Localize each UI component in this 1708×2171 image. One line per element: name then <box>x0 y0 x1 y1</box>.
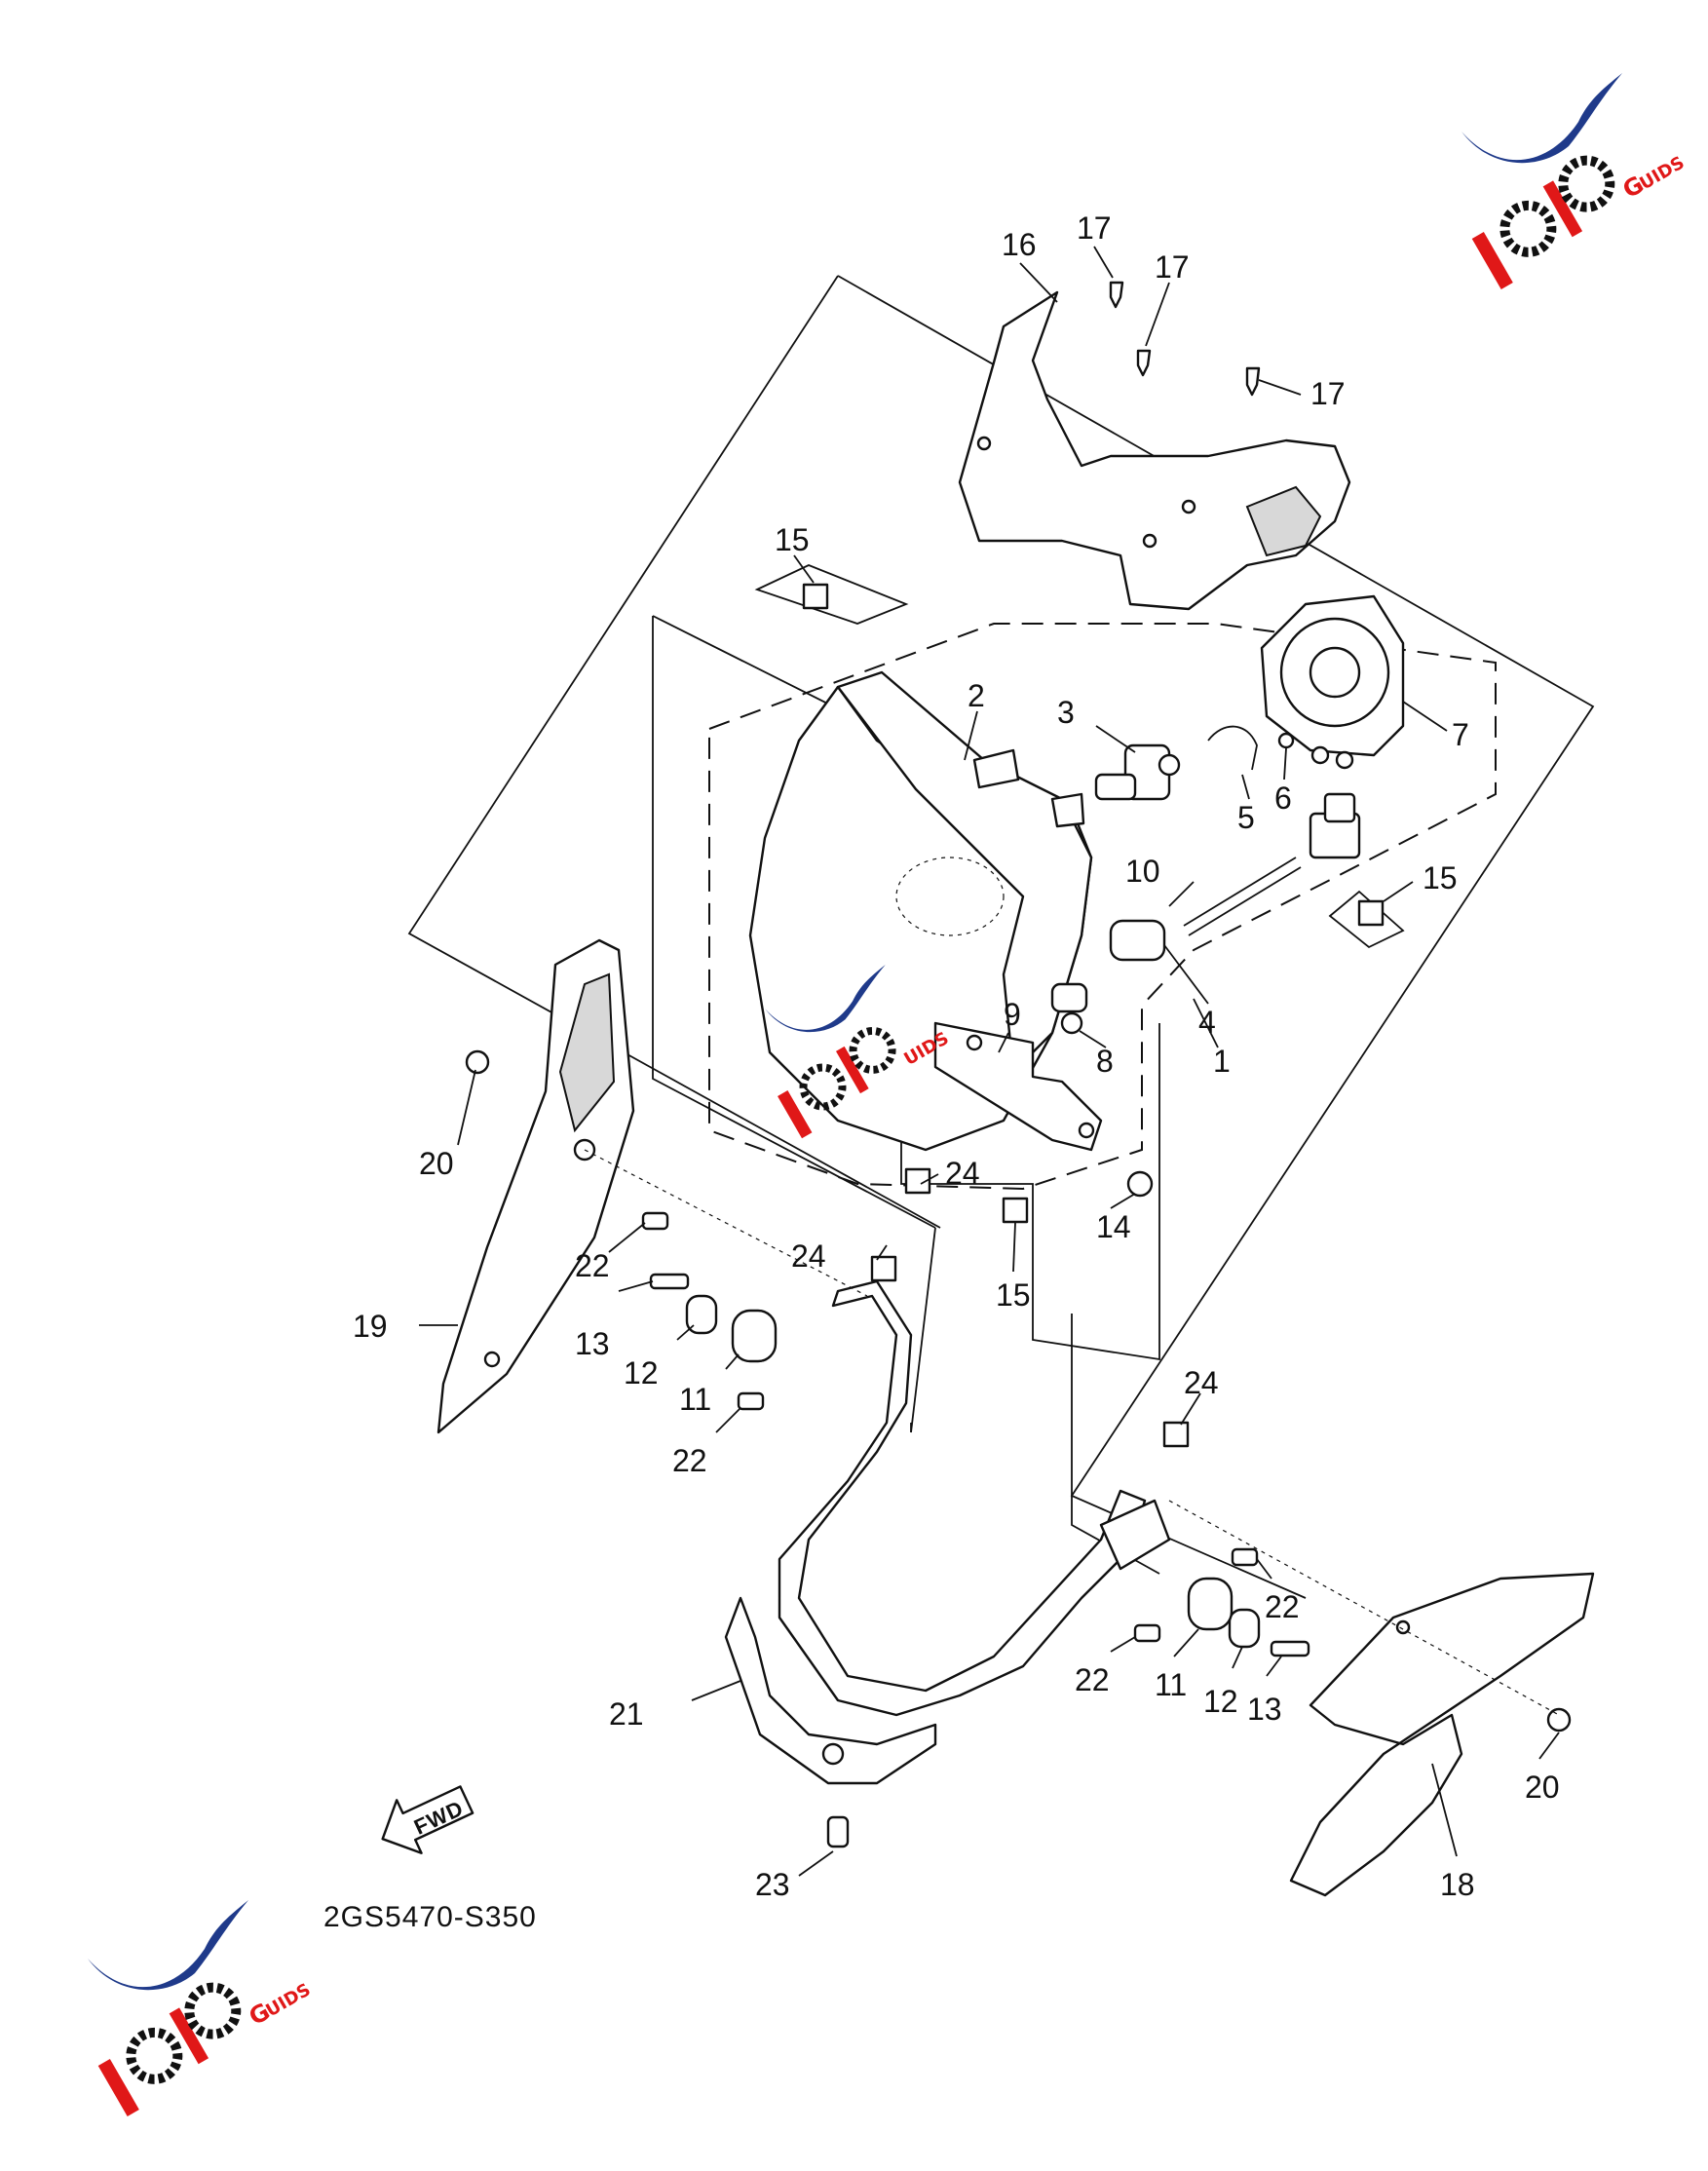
part-5-6-clip-screw <box>1207 725 1295 771</box>
part-7-rear-cover <box>1260 594 1405 770</box>
callout-2: 2 <box>968 678 985 713</box>
callout-21: 21 <box>609 1696 644 1732</box>
callout-20: 20 <box>419 1146 454 1181</box>
part-19-left-panel <box>436 938 635 1434</box>
fwd-arrow: FWD <box>381 1785 474 1854</box>
callout-24: 24 <box>945 1156 980 1191</box>
callout-22: 22 <box>1265 1589 1300 1624</box>
callout-12: 12 <box>1203 1684 1238 1719</box>
callout-12: 12 <box>624 1355 659 1390</box>
callout-15: 15 <box>1423 860 1458 895</box>
callout-17: 17 <box>1310 376 1346 411</box>
callout-9: 9 <box>1004 997 1021 1032</box>
callout-8: 8 <box>1096 1044 1114 1079</box>
callout-3: 3 <box>1057 695 1075 730</box>
callout-labels: 16 17 17 17 15 2 3 5 6 7 10 15 4 1 9 8 2… <box>353 210 1560 1902</box>
callout-17: 17 <box>1077 210 1112 246</box>
part-16-cowl <box>958 290 1351 611</box>
callout-16: 16 <box>1002 227 1037 262</box>
callout-24: 24 <box>1184 1365 1219 1400</box>
callout-11: 11 <box>679 1382 711 1417</box>
part-10-harness <box>1183 792 1361 936</box>
moto-guids-logo-top-right: G UIDS <box>1461 73 1688 289</box>
diagram-reference-code: 2GS5470-S350 <box>323 1901 537 1933</box>
callout-22: 22 <box>1075 1662 1110 1697</box>
callout-13: 13 <box>1247 1692 1282 1727</box>
part-18-right-panel <box>1289 1572 1595 1897</box>
moto-guids-logo-bottom-left: G UIDS <box>88 1900 314 2116</box>
leader-lines <box>419 246 1560 1877</box>
callout-19: 19 <box>353 1309 388 1344</box>
part-3-bulb <box>1094 743 1181 801</box>
hardware <box>465 281 1572 1848</box>
svg-text:UIDS: UIDS <box>1636 153 1688 195</box>
callout-20: 20 <box>1525 1770 1560 1805</box>
callout-1: 1 <box>1213 1044 1231 1079</box>
svg-text:UIDS: UIDS <box>262 1980 314 2022</box>
callout-4: 4 <box>1198 1005 1216 1040</box>
callout-10: 10 <box>1125 854 1160 889</box>
callout-15: 15 <box>996 1277 1031 1313</box>
callout-5: 5 <box>1237 800 1255 835</box>
callout-6: 6 <box>1274 781 1292 816</box>
part-9-bracket <box>933 1021 1103 1152</box>
callout-15: 15 <box>775 522 810 557</box>
part-21-stay-bracket <box>724 1279 1171 1785</box>
callout-17: 17 <box>1155 249 1190 285</box>
callout-22: 22 <box>672 1443 707 1478</box>
callout-14: 14 <box>1096 1209 1131 1244</box>
callout-23: 23 <box>755 1867 790 1902</box>
callout-13: 13 <box>575 1326 610 1361</box>
callout-11: 11 <box>1155 1667 1187 1702</box>
callout-24: 24 <box>791 1238 826 1274</box>
callout-18: 18 <box>1440 1867 1475 1902</box>
callout-7: 7 <box>1452 717 1469 752</box>
part-1-4-position-bulb <box>1050 919 1166 1013</box>
callout-22: 22 <box>575 1248 610 1283</box>
